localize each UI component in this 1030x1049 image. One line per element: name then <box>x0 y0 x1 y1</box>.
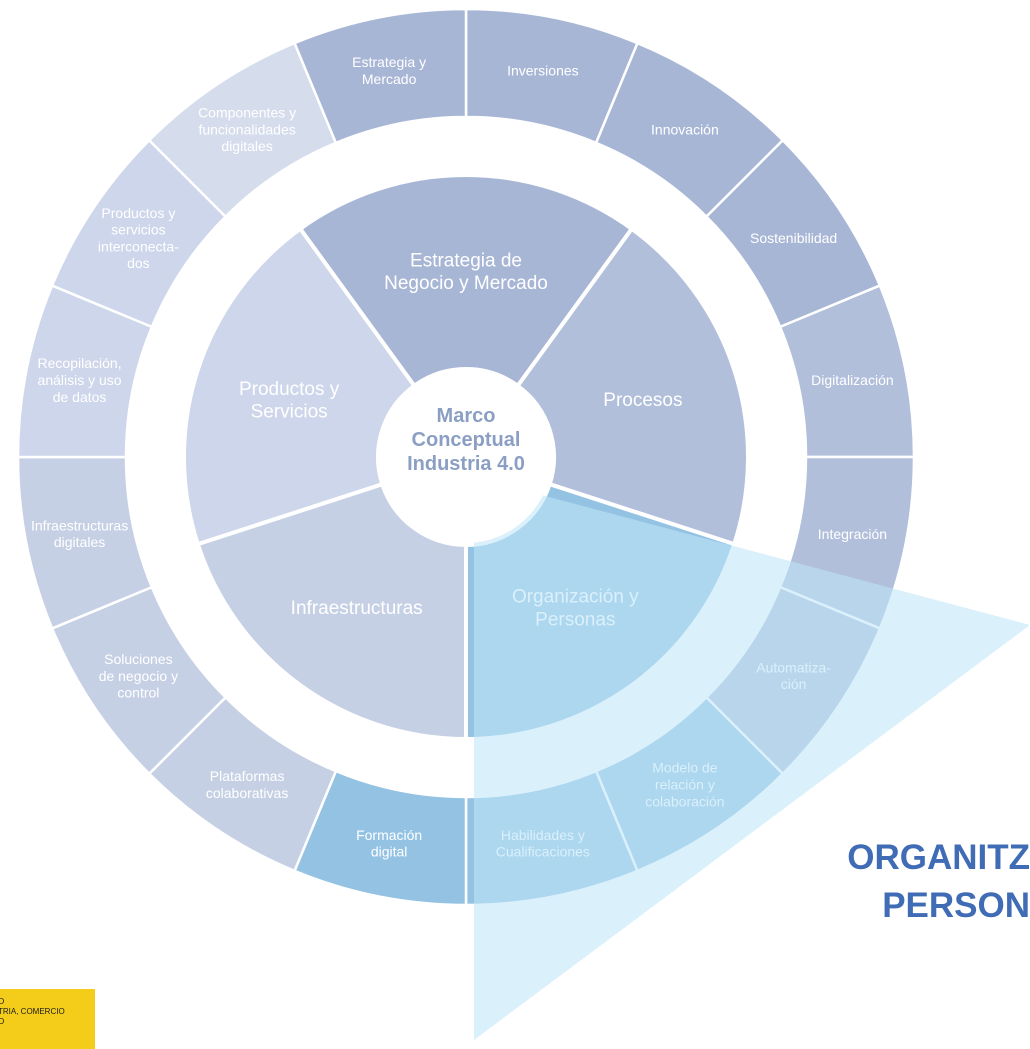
highlight-wedge <box>474 477 1030 1040</box>
outer-segment-label: colaborativas <box>206 785 289 801</box>
outer-segment-label: Formación <box>356 827 422 843</box>
outer-segment-label: funcionalidades <box>198 121 295 137</box>
section-title-line-1: ORGANITZ <box>847 838 1030 877</box>
outer-segment-label: análisis y uso <box>38 372 122 388</box>
outer-segment-label: Plataformas <box>210 768 285 784</box>
inner-segment-label: Productos y <box>239 379 340 400</box>
inner-segment <box>514 226 750 547</box>
center-label: Marco <box>437 405 496 427</box>
outer-segment-label: Innovación <box>651 121 719 137</box>
inner-segment-label: Estrategia de <box>410 250 522 271</box>
outer-segment-label: digitales <box>221 138 272 154</box>
center-label: Industria 4.0 <box>407 453 525 475</box>
outer-segment-label: de datos <box>53 389 107 405</box>
outer-segment-label: Recopilación, <box>38 355 122 371</box>
logo-text-line: O <box>0 1017 5 1026</box>
ministry-logo: O TRIA, COMERCIO O <box>0 989 95 1049</box>
inner-segment-label: Infraestructuras <box>291 598 423 619</box>
center-circle <box>380 371 552 543</box>
section-title-line-2: PERSON <box>882 886 1030 925</box>
inner-segment <box>195 481 468 742</box>
outer-segment-label: control <box>117 685 159 701</box>
inner-segment <box>297 173 635 389</box>
inner-segment-label: Servicios <box>251 402 328 423</box>
center-label: Conceptual <box>412 429 521 451</box>
outer-segment-label: digital <box>371 844 408 860</box>
outer-segment-label: servicios <box>111 222 165 238</box>
outer-segment <box>292 7 468 145</box>
logo-text-line: O <box>0 997 5 1006</box>
outer-segment-label: Digitalización <box>811 372 893 388</box>
outer-segment-label: Mercado <box>362 71 417 87</box>
outer-segment-label: digitales <box>54 534 105 550</box>
outer-segment-label: interconecta- <box>98 238 179 254</box>
outer-segment-label: Infraestructuras <box>31 517 128 533</box>
outer-segment-label: Integración <box>818 526 887 542</box>
logo-text-line: TRIA, COMERCIO <box>0 1007 65 1016</box>
outer-segment-label: Estrategia y <box>352 54 426 70</box>
outer-segment-label: Componentes y <box>198 105 296 121</box>
outer-segment-label: Productos y <box>101 205 175 221</box>
outer-segment-label: Inversiones <box>507 62 579 78</box>
outer-segment-label: Soluciones <box>104 651 173 667</box>
inner-segment-label: Negocio y Mercado <box>384 273 548 294</box>
outer-segment-label: dos <box>127 255 150 271</box>
inner-segment-label: Procesos <box>603 390 682 411</box>
outer-segment-label: de negocio y <box>99 668 178 684</box>
inner-segment <box>182 226 418 547</box>
outer-segment-label: Sostenibilidad <box>750 230 837 246</box>
